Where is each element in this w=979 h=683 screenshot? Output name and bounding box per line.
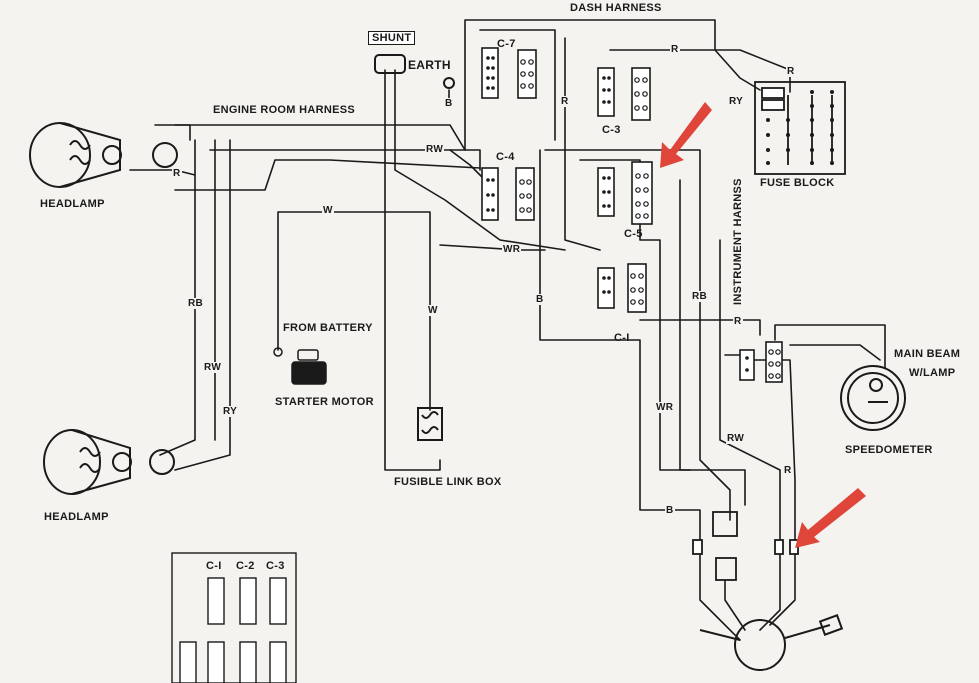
w-lamp-label: W/LAMP: [909, 367, 956, 379]
wire-dash-harness-2: [479, 29, 556, 141]
wire-top-headlamp: [154, 124, 191, 141]
switch-connectors: [692, 511, 799, 581]
red-arrow-c5: [660, 102, 712, 168]
wire-ry-left: [174, 139, 231, 471]
speedometer-gauge: [840, 365, 906, 431]
wire-switch-4: [724, 579, 746, 631]
wire-code-r-fuse: R: [786, 66, 796, 77]
wire-code-b-earth: B: [444, 98, 454, 109]
fuse-block-label: FUSE BLOCK: [760, 177, 835, 189]
legend-c2-label: C-2: [236, 560, 255, 572]
connector-open-pins: [519, 59, 781, 379]
wire-code-rb-left: RB: [187, 298, 205, 309]
wire-code-rw-engine: RW: [425, 144, 445, 155]
wire-code-r-inst: R: [733, 316, 743, 327]
main-beam-label: MAIN BEAM: [894, 348, 961, 360]
engine-room-harness-label: ENGINE ROOM HARNESS: [213, 104, 355, 116]
fusible-link-box: [417, 407, 443, 441]
wire-code-r-dash: R: [560, 96, 570, 107]
wire-code-ry-left: RY: [222, 406, 239, 417]
connector-c4-label: C-4: [496, 151, 515, 163]
wire-code-rw-lower: RW: [726, 433, 746, 444]
headlamp-top: [29, 122, 178, 188]
starter-motor: [273, 347, 327, 385]
legend-c1-label: C-I: [206, 560, 222, 572]
wire-rb-left: [159, 139, 196, 456]
wire-speedo: [789, 344, 881, 361]
red-arrow-switch: [795, 488, 866, 548]
wire-code-r-top: R: [670, 44, 680, 55]
wire-code-b-mid: B: [535, 294, 545, 305]
combination-switch: [699, 614, 844, 671]
connector-c3-label: C-3: [602, 124, 621, 136]
fuse-block: [754, 81, 846, 175]
wire-switch-2: [759, 554, 781, 631]
wire-r-headlamp: [129, 169, 196, 176]
connector-legend: [171, 552, 297, 683]
wire-r-down: [564, 37, 601, 251]
headlamp-bottom: [43, 429, 175, 495]
connector-c1-label: C-I: [614, 332, 630, 344]
dash-harness-label: DASH HARNESS: [570, 2, 662, 14]
wire-c5-loop: [544, 149, 731, 521]
wire-c4-left: [449, 149, 486, 181]
instrument-harness-label: INSTRUMENT HARNSS: [732, 178, 744, 305]
wire-main-beam: [774, 324, 886, 369]
from-battery-label: FROM BATTERY: [283, 322, 373, 334]
wire-code-w-link: W: [427, 305, 439, 316]
wire-switch-3: [769, 554, 796, 626]
connector-c5-label: C-5: [624, 228, 643, 240]
shunt-label: SHUNT: [368, 31, 416, 45]
wire-code-r-lower: R: [783, 465, 793, 476]
headlamp-top-label: HEADLAMP: [40, 198, 105, 210]
wire-code-ry-fuse: RY: [728, 96, 745, 107]
headlamp-bottom-label: HEADLAMP: [44, 511, 109, 523]
wire-r-inst: [639, 319, 761, 336]
earth-label: EARTH: [408, 58, 451, 72]
fuse-block-dots: [766, 90, 834, 165]
wire-code-r-headlamp: R: [172, 168, 182, 179]
wire-shunt-down: [384, 69, 441, 471]
wire-engine-room: [174, 124, 466, 151]
shunt-terminal: [374, 54, 455, 89]
wire-b-mid: [539, 149, 701, 541]
wire-shunt-down-2: [394, 69, 566, 251]
wire-code-rw-left: RW: [203, 362, 223, 373]
wire-code-wr-lower: WR: [655, 402, 675, 413]
wire-wr-mid: [439, 244, 546, 251]
fusible-link-box-label: FUSIBLE LINK BOX: [394, 476, 502, 488]
wire-engine-room-2: [209, 149, 481, 171]
starter-motor-label: STARTER MOTOR: [275, 396, 374, 408]
connector-c7-label: C-7: [497, 38, 516, 50]
wire-rw-lower: [719, 239, 781, 541]
wire-rb-right: [679, 179, 691, 471]
connector-pins: [486, 56, 749, 372]
wire-code-b-lower: B: [665, 505, 675, 516]
wire-code-rb-right: RB: [691, 291, 709, 302]
legend-c3-label: C-3: [266, 560, 285, 572]
wire-switch-1: [699, 554, 741, 641]
wire-dash-harness: [464, 19, 761, 151]
wire-code-w-battery: W: [322, 205, 334, 216]
wire-code-wr-mid: WR: [502, 244, 522, 255]
wire-headlamp-link: [174, 159, 481, 191]
speedometer-label: SPEEDOMETER: [845, 444, 933, 456]
wire-c5-inner: [579, 159, 746, 506]
